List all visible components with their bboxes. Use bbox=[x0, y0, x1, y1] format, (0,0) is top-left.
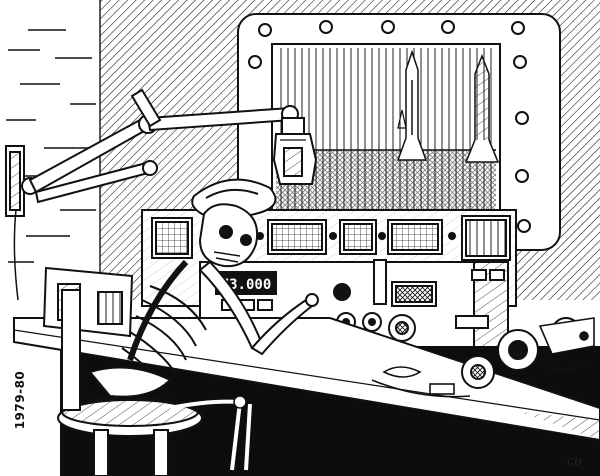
rocket-left bbox=[396, 49, 428, 161]
stool bbox=[57, 289, 203, 476]
year-caption: 1979-80 bbox=[13, 367, 27, 433]
desk-objects bbox=[382, 317, 595, 395]
artist-signature: co bbox=[567, 454, 583, 469]
window-view bbox=[276, 48, 500, 210]
skeleton bbox=[88, 178, 319, 398]
leg-bones bbox=[169, 395, 252, 471]
lamp-arm bbox=[5, 88, 299, 217]
rocket-right bbox=[464, 53, 500, 163]
lamp-head bbox=[272, 117, 318, 185]
radio-unit bbox=[42, 266, 134, 338]
